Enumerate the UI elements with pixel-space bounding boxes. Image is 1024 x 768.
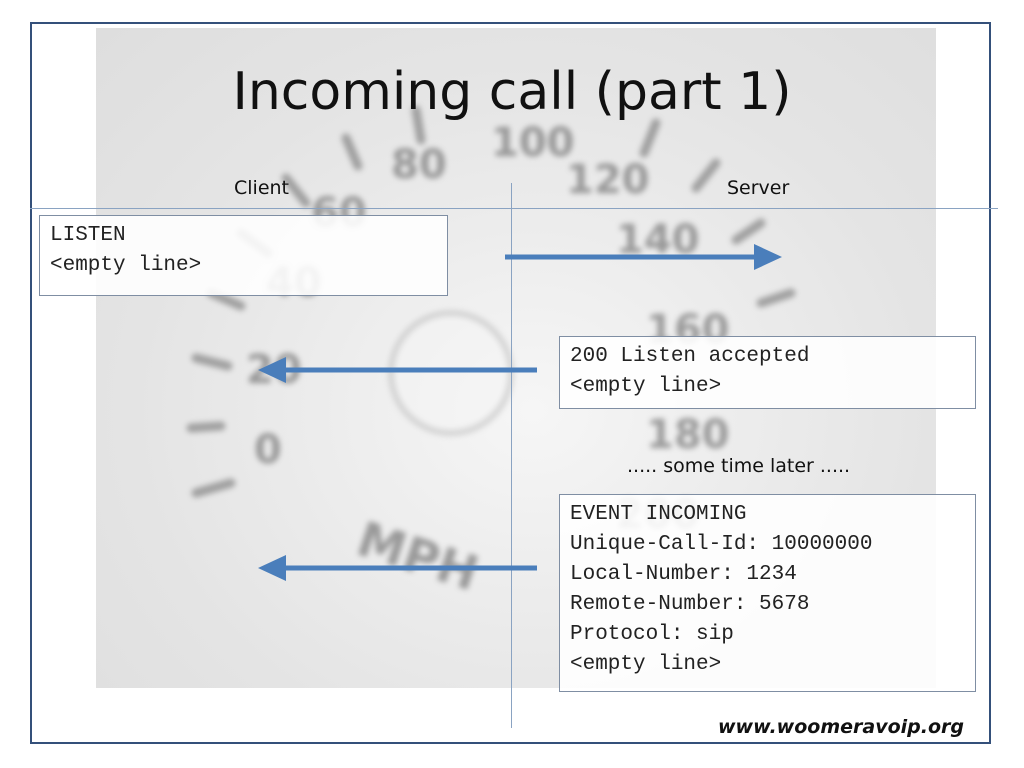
accepted-message-box: 200 Listen accepted <empty line> [559, 336, 976, 409]
time-gap-note: ..... some time later ..... [627, 455, 851, 477]
gauge-number: 180 [646, 412, 730, 458]
message-line: EVENT INCOMING [570, 503, 747, 526]
slide-title: Incoming call (part 1) [232, 62, 792, 122]
message-line: Protocol: sip [570, 623, 734, 646]
message-line: Remote-Number: 5678 [570, 593, 810, 616]
header-divider [30, 208, 998, 209]
gauge-number: 80 [391, 142, 447, 188]
gauge-number: 120 [566, 157, 650, 203]
arrow-client-to-server-head [754, 244, 782, 270]
client-server-divider [511, 183, 512, 728]
message-line: <empty line> [50, 254, 202, 277]
message-line: LISTEN [50, 224, 126, 247]
message-line: <empty line> [570, 653, 722, 676]
message-line: <empty line> [570, 375, 722, 398]
client-label: Client [234, 177, 290, 199]
gauge-number: 100 [491, 120, 575, 166]
listen-message-box: LISTEN <empty line> [39, 215, 448, 296]
arrow-server-to-client-accepted-head [258, 357, 286, 383]
footer-url: www.woomeravoip.org [718, 716, 964, 738]
message-line: Unique-Call-Id: 10000000 [570, 533, 873, 556]
event-incoming-message-box: EVENT INCOMING Unique-Call-Id: 10000000 … [559, 494, 976, 692]
message-line: Local-Number: 1234 [570, 563, 797, 586]
server-label: Server [727, 177, 790, 199]
message-line: 200 Listen accepted [570, 345, 810, 368]
arrow-server-to-client-event-head [258, 555, 286, 581]
slide-frame [30, 22, 991, 744]
gauge-number: 0 [254, 427, 282, 473]
